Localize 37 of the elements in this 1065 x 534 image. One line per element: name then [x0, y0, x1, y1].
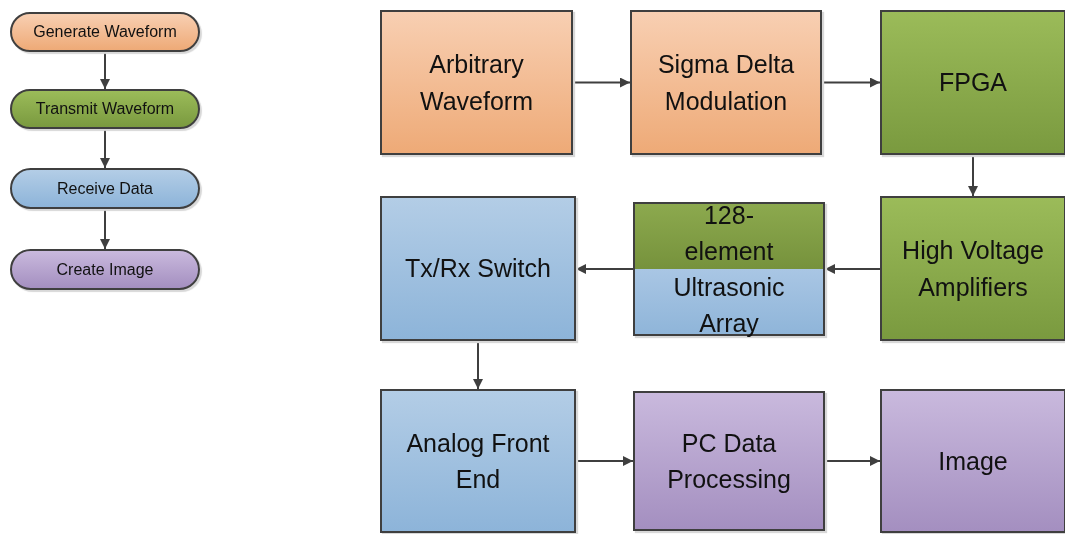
node-label: Create Image	[56, 260, 154, 279]
process-box	[880, 196, 1065, 341]
arrow	[572, 77, 631, 88]
process-box	[380, 10, 573, 155]
node-label: FPGA	[938, 67, 1008, 99]
node-label: Transmit Waveform	[35, 100, 175, 118]
node-label: Tx/Rx Switch	[405, 253, 551, 285]
process-box	[633, 391, 825, 531]
arrow	[100, 208, 110, 250]
arrow	[968, 154, 978, 197]
node-label: Image	[938, 445, 1008, 477]
arrow	[473, 340, 483, 390]
arrow	[575, 264, 634, 274]
node-label: Generate Waveform	[33, 23, 177, 41]
process-box	[380, 196, 576, 341]
node-label: PC Data Processing	[666, 427, 792, 495]
node-label: Arbitrary Waveform	[419, 49, 534, 117]
arrow	[821, 77, 881, 88]
process-box	[630, 10, 822, 155]
arrow	[824, 264, 881, 274]
node-label: Receive Data	[56, 179, 153, 198]
process-pill	[10, 12, 200, 52]
node-label: High Voltage Amplifiers	[901, 235, 1045, 303]
node-label: Sigma Delta Modulation	[656, 49, 796, 117]
process-pill	[10, 89, 200, 129]
process-box	[880, 389, 1065, 533]
process-box	[633, 202, 825, 336]
arrow	[824, 456, 881, 466]
process-box	[880, 10, 1065, 155]
process-pill	[10, 249, 200, 290]
arrow	[100, 51, 110, 90]
node-label: 128-element Ultrasonic Array	[672, 199, 786, 340]
arrow	[575, 456, 634, 466]
arrow	[100, 128, 110, 169]
node-label: Analog Front End	[405, 427, 551, 495]
process-box	[380, 389, 576, 533]
process-pill	[10, 168, 200, 209]
